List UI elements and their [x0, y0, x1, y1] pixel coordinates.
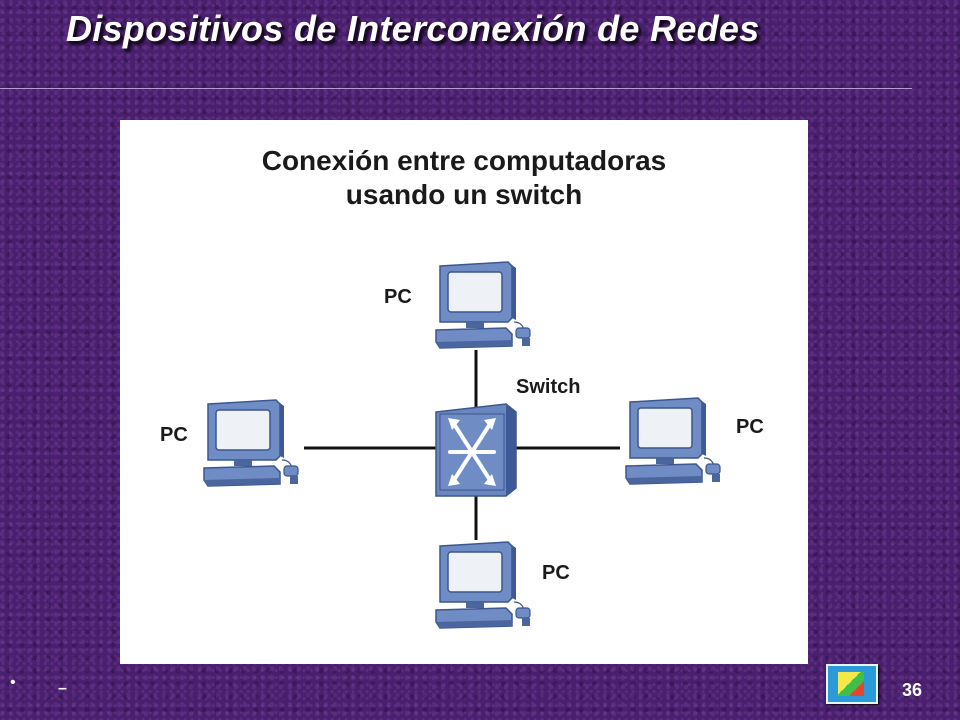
page-number: 36 — [902, 680, 923, 700]
switch-icon — [435, 403, 517, 497]
diagram-heading-line2: usando un switch — [345, 179, 583, 210]
network-diagram — [203, 261, 721, 629]
pc-right-label: PC — [736, 416, 764, 438]
diagram-panel: Conexión entre computadoras usando un sw… — [120, 120, 808, 664]
pc-left-label: PC — [160, 424, 188, 446]
footer-bullet: • — [10, 674, 16, 691]
pc-right-icon — [625, 397, 721, 485]
footer-dash: – — [58, 680, 67, 697]
switch-label: Switch — [516, 376, 581, 398]
pc-top-icon — [435, 261, 531, 349]
title-divider — [0, 88, 912, 89]
slide-title: Dispositivos de Interconexión de Redes — [66, 8, 760, 49]
logo-icon — [826, 664, 878, 704]
diagram-heading: Conexión entre computadoras usando un sw… — [120, 144, 808, 212]
diagram-heading-line1: Conexión entre computadoras — [261, 145, 667, 176]
pc-top-label: PC — [384, 286, 412, 308]
pc-left-icon — [203, 399, 299, 487]
pc-bottom-label: PC — [542, 562, 570, 584]
pc-bottom-icon — [435, 541, 531, 629]
